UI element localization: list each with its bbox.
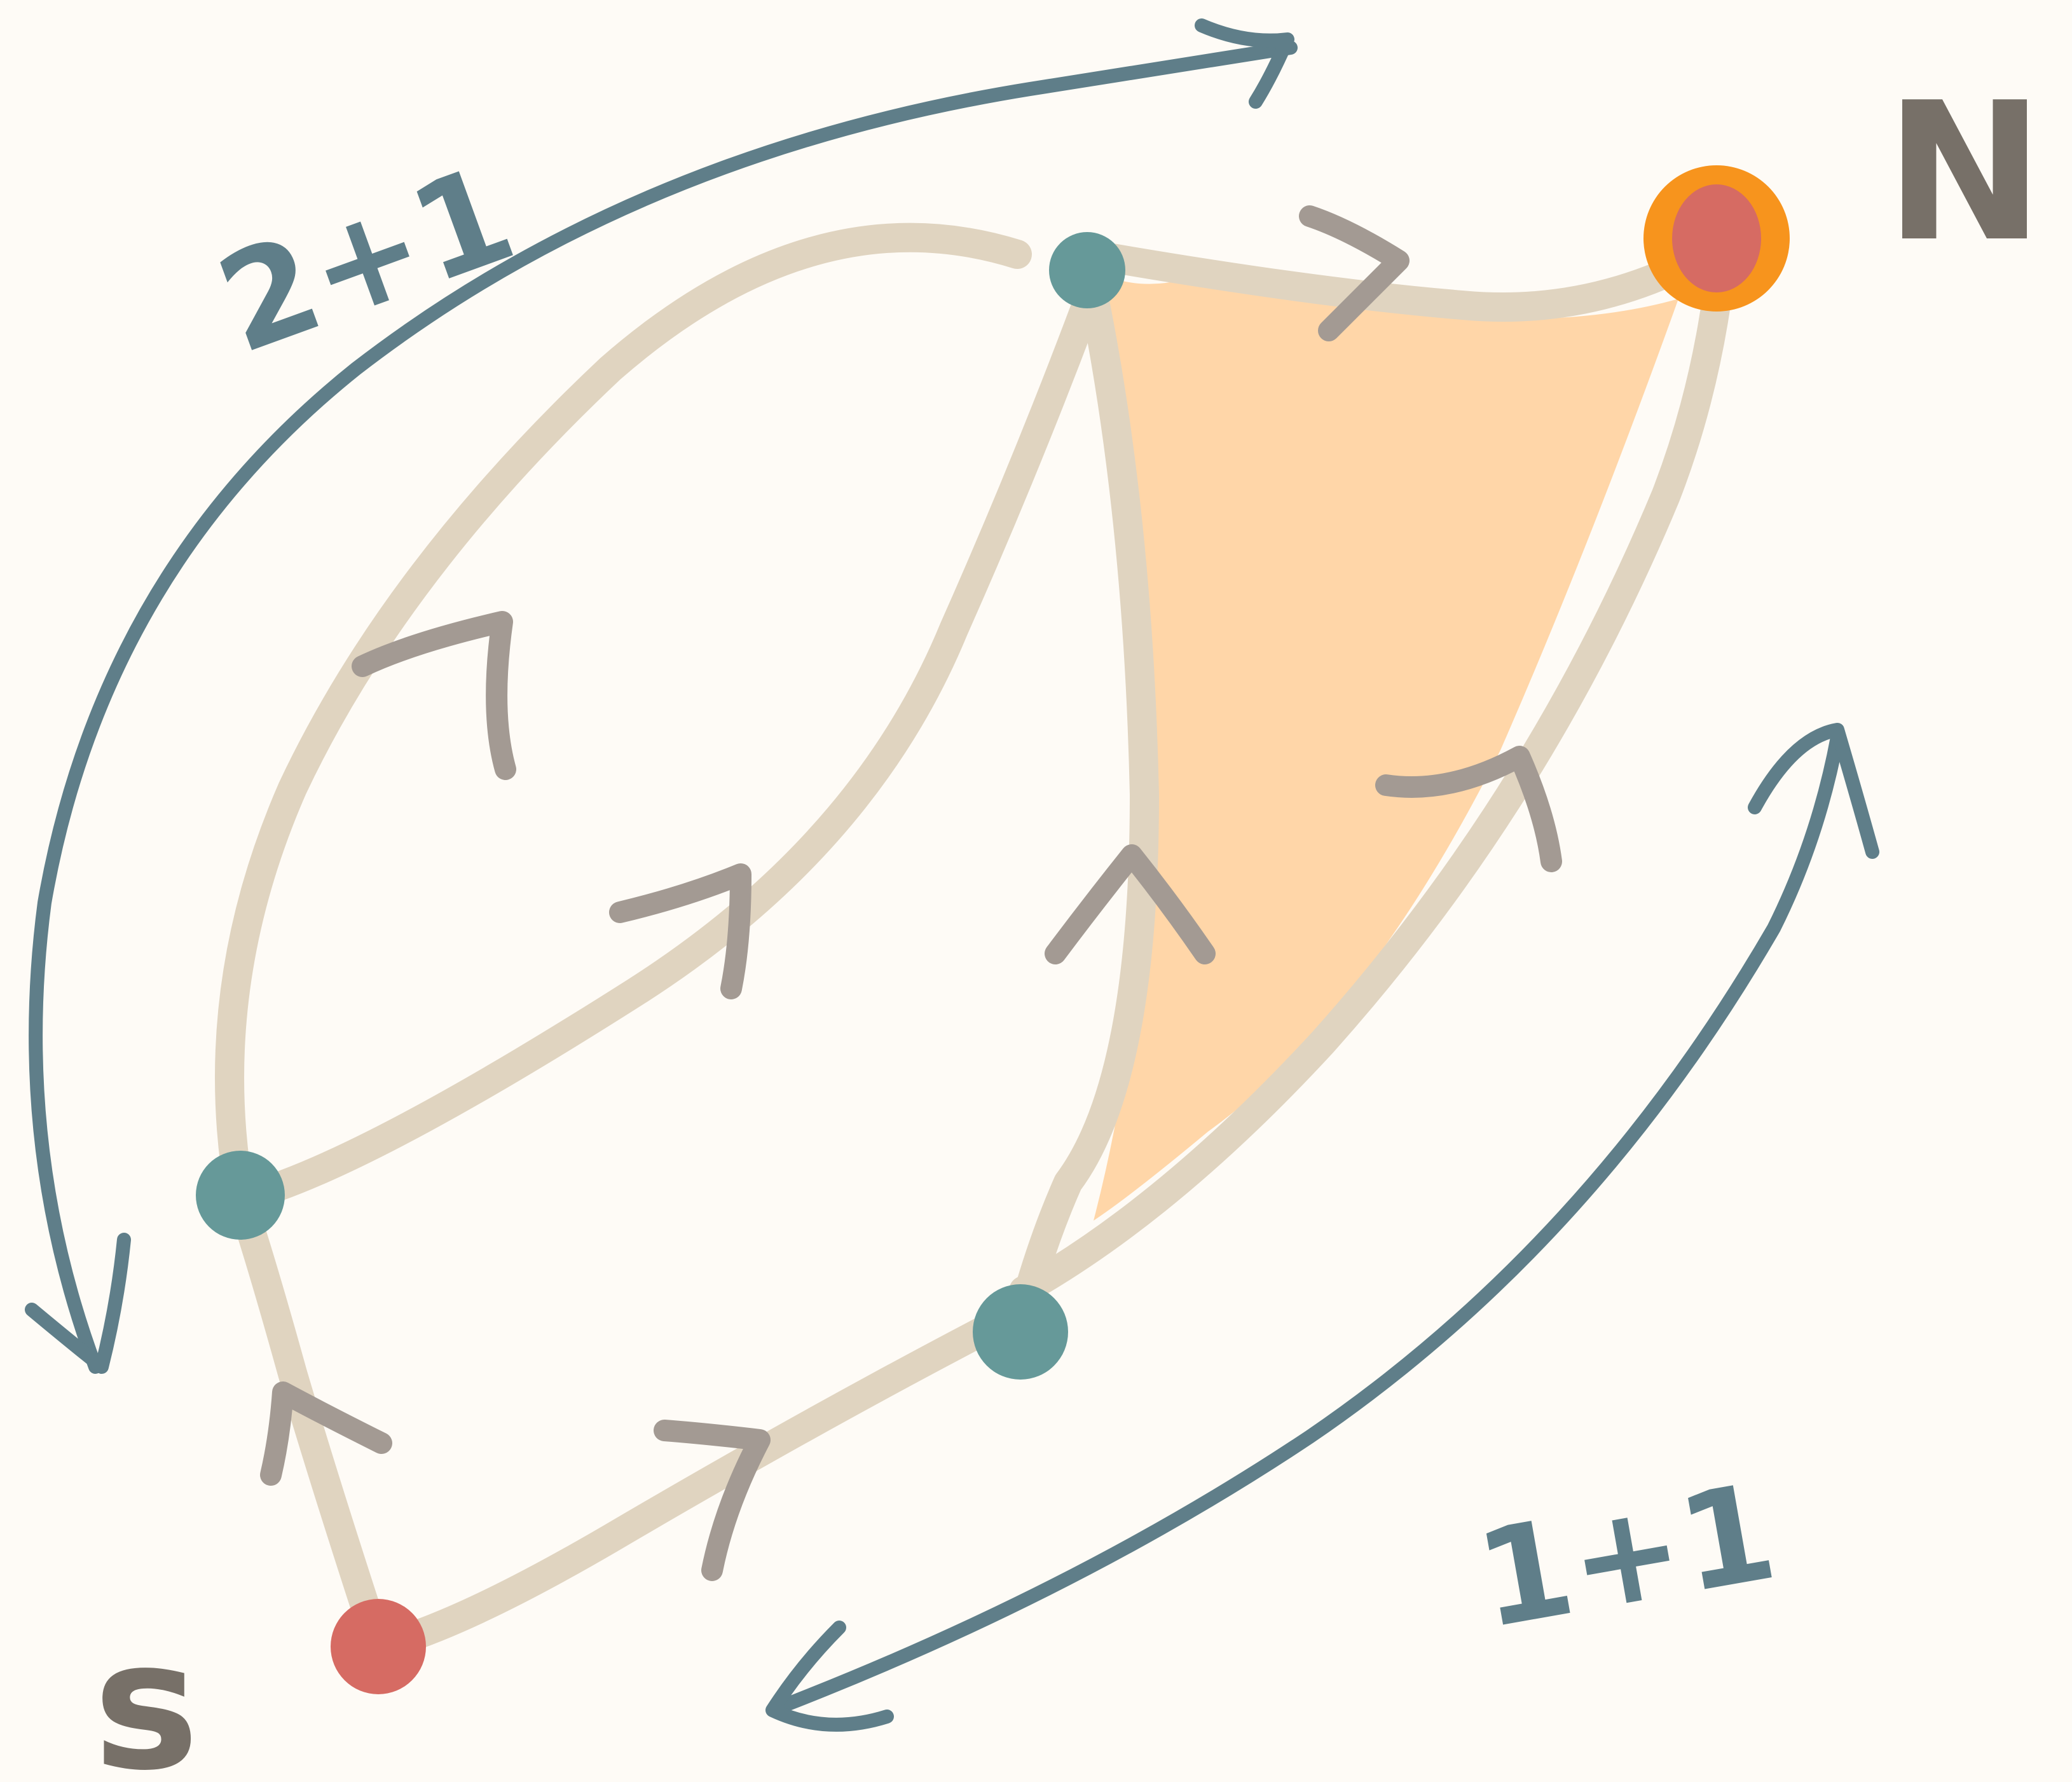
edge-left-to-top-lower: [240, 286, 1094, 1198]
edge-source-to-bottom: [378, 1310, 1024, 1647]
node-left: [196, 1151, 285, 1240]
node-target: [1672, 184, 1761, 292]
target-label: N: [1884, 62, 2044, 284]
node-top: [1049, 232, 1125, 308]
cut-count-bottom: 1+1: [1466, 1453, 1787, 1659]
shaded-face-region: [1087, 267, 1678, 1221]
node-source: [331, 1599, 426, 1694]
node-bottom: [973, 1284, 1068, 1380]
cut-count-top: 2+1: [200, 135, 533, 383]
source-label: s: [93, 1603, 200, 1782]
